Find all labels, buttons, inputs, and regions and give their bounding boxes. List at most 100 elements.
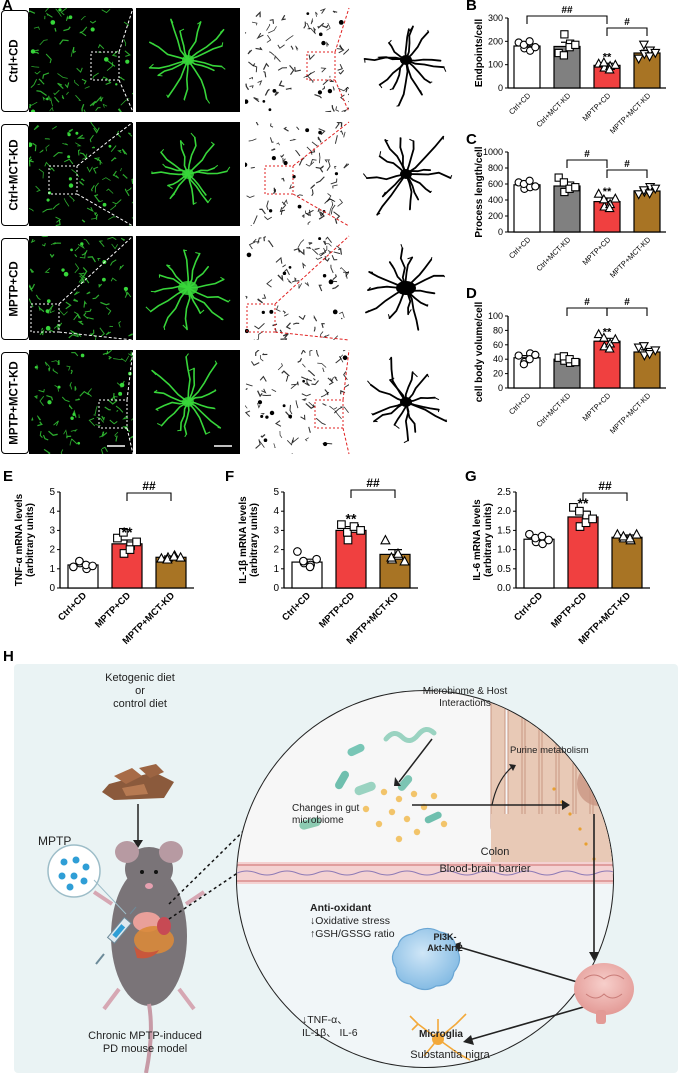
row-label-text: Ctrl+CD (9, 39, 22, 83)
y-tick-label: 0 (49, 583, 55, 594)
y-tick-label: 600 (488, 179, 503, 189)
y-tick-label: 0 (498, 83, 503, 93)
data-point (525, 37, 534, 46)
micrograph-art (136, 8, 240, 112)
micrograph-art (29, 8, 133, 112)
data-point (525, 529, 534, 539)
data-point (537, 531, 547, 541)
significance-bracket (566, 159, 608, 168)
y-tick-label: 1 (273, 564, 279, 575)
y-axis-label: Process length/cell (474, 146, 485, 237)
data-point (343, 527, 352, 537)
x-tick-label: Ctrl+CD (56, 590, 89, 623)
data-point (604, 202, 615, 213)
x-tick-label: Ctrl+CD (512, 590, 545, 623)
microglia-label: Microglia (419, 1029, 463, 1040)
bracket-label: ## (561, 5, 573, 16)
bracket-label: # (624, 297, 630, 308)
y-tick-label: 100 (488, 311, 503, 321)
skeleton-image (354, 236, 458, 340)
data-point (638, 342, 650, 352)
x-tick-label: Ctrl+MCT-KD (534, 235, 572, 273)
row-label: Ctrl+CD (1, 10, 29, 112)
x-tick-label: Ctrl+CD (507, 91, 533, 117)
brain-icon (574, 963, 634, 1024)
x-tick-label: MPTP+CD (581, 91, 613, 123)
fluorescence-image (29, 8, 133, 112)
bar (523, 538, 555, 589)
bracket-label: # (584, 297, 590, 308)
bracket-label: ## (366, 476, 380, 490)
panel-label-h: H (3, 648, 14, 665)
data-point (598, 193, 610, 204)
y-axis-label-2: (arbitrary units) (483, 503, 494, 577)
y-tick-label: 200 (488, 211, 503, 221)
x-tick-label: Ctrl+MCT-KD (534, 91, 572, 129)
data-point (132, 537, 141, 547)
y-tick-label: 1.5 (497, 525, 511, 536)
data-point (633, 190, 644, 200)
data-point (525, 176, 534, 185)
x-tick-label: MPTP+CD (317, 590, 357, 630)
y-axis-label: IL-6 mRNA levels (472, 499, 483, 581)
data-point (299, 556, 308, 566)
micrograph-art (29, 122, 133, 226)
data-point (392, 547, 404, 558)
data-point (514, 351, 523, 360)
significance-bracket (606, 307, 648, 316)
y-tick-label: 3 (49, 525, 55, 536)
data-point (593, 328, 604, 339)
substantia-nigra-label: Substantia nigra (410, 1049, 490, 1061)
data-point (168, 550, 180, 561)
y-tick-label: 0.0 (497, 583, 511, 594)
x-tick-label: MPTP+MCT-KD (608, 391, 653, 436)
micrograph-art (245, 122, 349, 226)
data-point (380, 534, 391, 545)
row-label: Ctrl+MCT-KD (1, 124, 29, 226)
data-point (650, 184, 661, 195)
skeleton-image (245, 350, 349, 454)
data-point (604, 63, 615, 74)
y-tick-label: 80 (493, 325, 503, 335)
data-point (638, 40, 650, 51)
data-point (631, 528, 642, 539)
y-tick-label: 4 (273, 506, 279, 517)
data-point (633, 54, 644, 65)
y-tick-label: 3 (273, 525, 279, 536)
bar (633, 190, 661, 233)
bar (633, 351, 661, 389)
data-point (560, 30, 569, 39)
y-tick-label: 300 (488, 13, 503, 23)
data-point (588, 514, 597, 524)
micrograph-art (245, 350, 349, 454)
mptp-vial-icon (47, 844, 101, 898)
fluorescence-image (29, 236, 133, 340)
bracket-label: ## (142, 479, 156, 493)
cytokine-text: ↓TNF-α、IL-1β、 IL-6 (302, 1014, 358, 1039)
data-point (610, 193, 621, 203)
x-tick-label: Ctrl+CD (280, 590, 313, 623)
data-point (571, 183, 580, 192)
panel-label-a: A (2, 0, 13, 14)
data-point (88, 561, 97, 571)
panel-label-c: C (466, 131, 477, 148)
y-axis-label-2: (arbitrary units) (249, 503, 260, 577)
data-point (612, 528, 623, 539)
y-tick-label: 400 (488, 195, 503, 205)
data-point (399, 555, 410, 566)
y-tick-label: 2 (49, 545, 55, 556)
panel-label-e: E (3, 468, 14, 485)
data-point (650, 346, 661, 356)
x-tick-label: Ctrl+MCT-KD (534, 391, 572, 429)
bar-chart-svg: 0.00.51.01.52.02.5IL-6 mRNA levels(arbit… (472, 479, 650, 647)
data-point (312, 554, 321, 564)
